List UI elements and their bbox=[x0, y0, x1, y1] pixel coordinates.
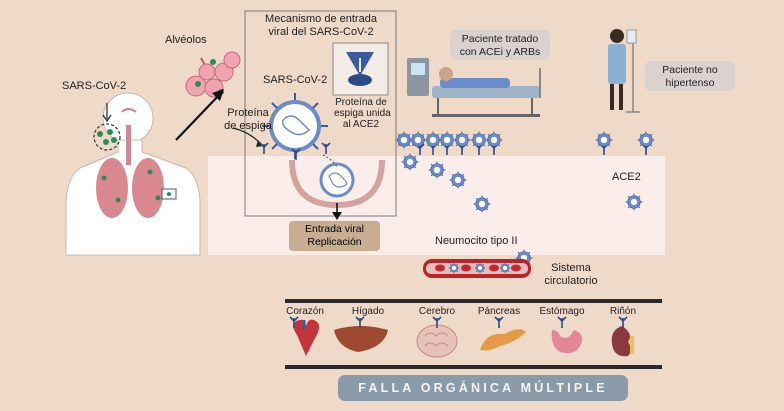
mechanism-title-line1: Mecanismo de entrada bbox=[265, 13, 377, 25]
organ-stomach-icon bbox=[551, 316, 582, 354]
pneumocyte-label: Neumocito tipo II bbox=[435, 235, 518, 247]
mechanism-title-line2: viral del SARS-CoV-2 bbox=[268, 26, 374, 38]
endocytosed-virus bbox=[319, 162, 355, 198]
non-hypertensive-line2: hipertenso bbox=[665, 77, 715, 89]
circulatory-label: Sistema circulatorio bbox=[540, 262, 602, 288]
non-hypertensive-label: Paciente no hipertenso bbox=[645, 61, 735, 91]
organ-label-brain: Cerebro bbox=[418, 306, 456, 317]
spike-ace2-label: Proteína de espiga unida al ACE2 bbox=[334, 97, 391, 130]
spike-ace2-label-line2: espiga unida bbox=[334, 108, 391, 119]
organ-brain-icon bbox=[416, 316, 458, 358]
viral-entry-box: Entrada viral Replicación bbox=[289, 221, 380, 251]
viral-entry-line2: Replicación bbox=[307, 236, 362, 248]
spike-protein-label-line2: de espiga bbox=[224, 120, 272, 132]
sars-label-left: SARS-CoV-2 bbox=[62, 80, 127, 92]
organ-label-kidney: Riñón bbox=[609, 306, 637, 317]
sars-label-mechanism: SARS-CoV-2 bbox=[263, 74, 328, 86]
organ-heart-icon bbox=[289, 316, 319, 356]
organ-label-stomach: Estómago bbox=[539, 306, 585, 317]
spike-ace2-label-line1: Proteína de bbox=[335, 97, 387, 108]
alveoli-cluster bbox=[185, 51, 241, 98]
standing-patient-illustration bbox=[608, 29, 640, 113]
organ-label-liver: Hígado bbox=[351, 306, 385, 317]
mechanism-panel bbox=[244, 10, 397, 217]
big-virus-mechanism bbox=[262, 93, 328, 159]
alveolos-label: Alvéolos bbox=[165, 34, 207, 46]
spike-protein-label: Proteína de espiga bbox=[222, 107, 274, 133]
organ-pancreas-icon bbox=[480, 316, 526, 351]
blood-vessel bbox=[423, 259, 531, 278]
mechanism-title: Mecanismo de entrada viral del SARS-CoV-… bbox=[251, 13, 391, 39]
circulatory-label-line2: circulatorio bbox=[544, 275, 598, 287]
organ-kidney-icon bbox=[611, 316, 634, 357]
viral-entry-line1: Entrada viral bbox=[305, 223, 364, 235]
treated-patient-line2: con ACEi y ARBs bbox=[459, 46, 541, 58]
organ-failure-banner: FALLA ORGÁNICA MÚLTIPLE bbox=[338, 375, 628, 401]
receptor-row-tissue bbox=[415, 143, 651, 156]
organ-label-pancreas: Páncreas bbox=[477, 306, 521, 317]
organ-label-heart: Corazón bbox=[286, 306, 324, 317]
ace2-label: ACE2 bbox=[612, 171, 641, 183]
non-hypertensive-line1: Paciente no bbox=[662, 64, 718, 76]
spike-protein-label-line1: Proteína bbox=[227, 107, 269, 119]
patient-bed-illustration bbox=[407, 58, 541, 117]
gradient-bar-top bbox=[285, 299, 662, 303]
spike-ace2-label-line3: al ACE2 bbox=[342, 119, 380, 130]
spike-ace2-icon bbox=[346, 52, 374, 86]
gradient-bar-bottom bbox=[285, 365, 662, 369]
treated-patient-label: Paciente tratado con ACEi y ARBs bbox=[450, 30, 550, 60]
circulatory-label-line1: Sistema bbox=[551, 262, 591, 274]
treated-patient-line1: Paciente tratado bbox=[461, 33, 539, 45]
virus-cluster-left bbox=[93, 123, 121, 151]
organ-liver-icon bbox=[334, 316, 388, 352]
human-figure bbox=[65, 92, 201, 256]
